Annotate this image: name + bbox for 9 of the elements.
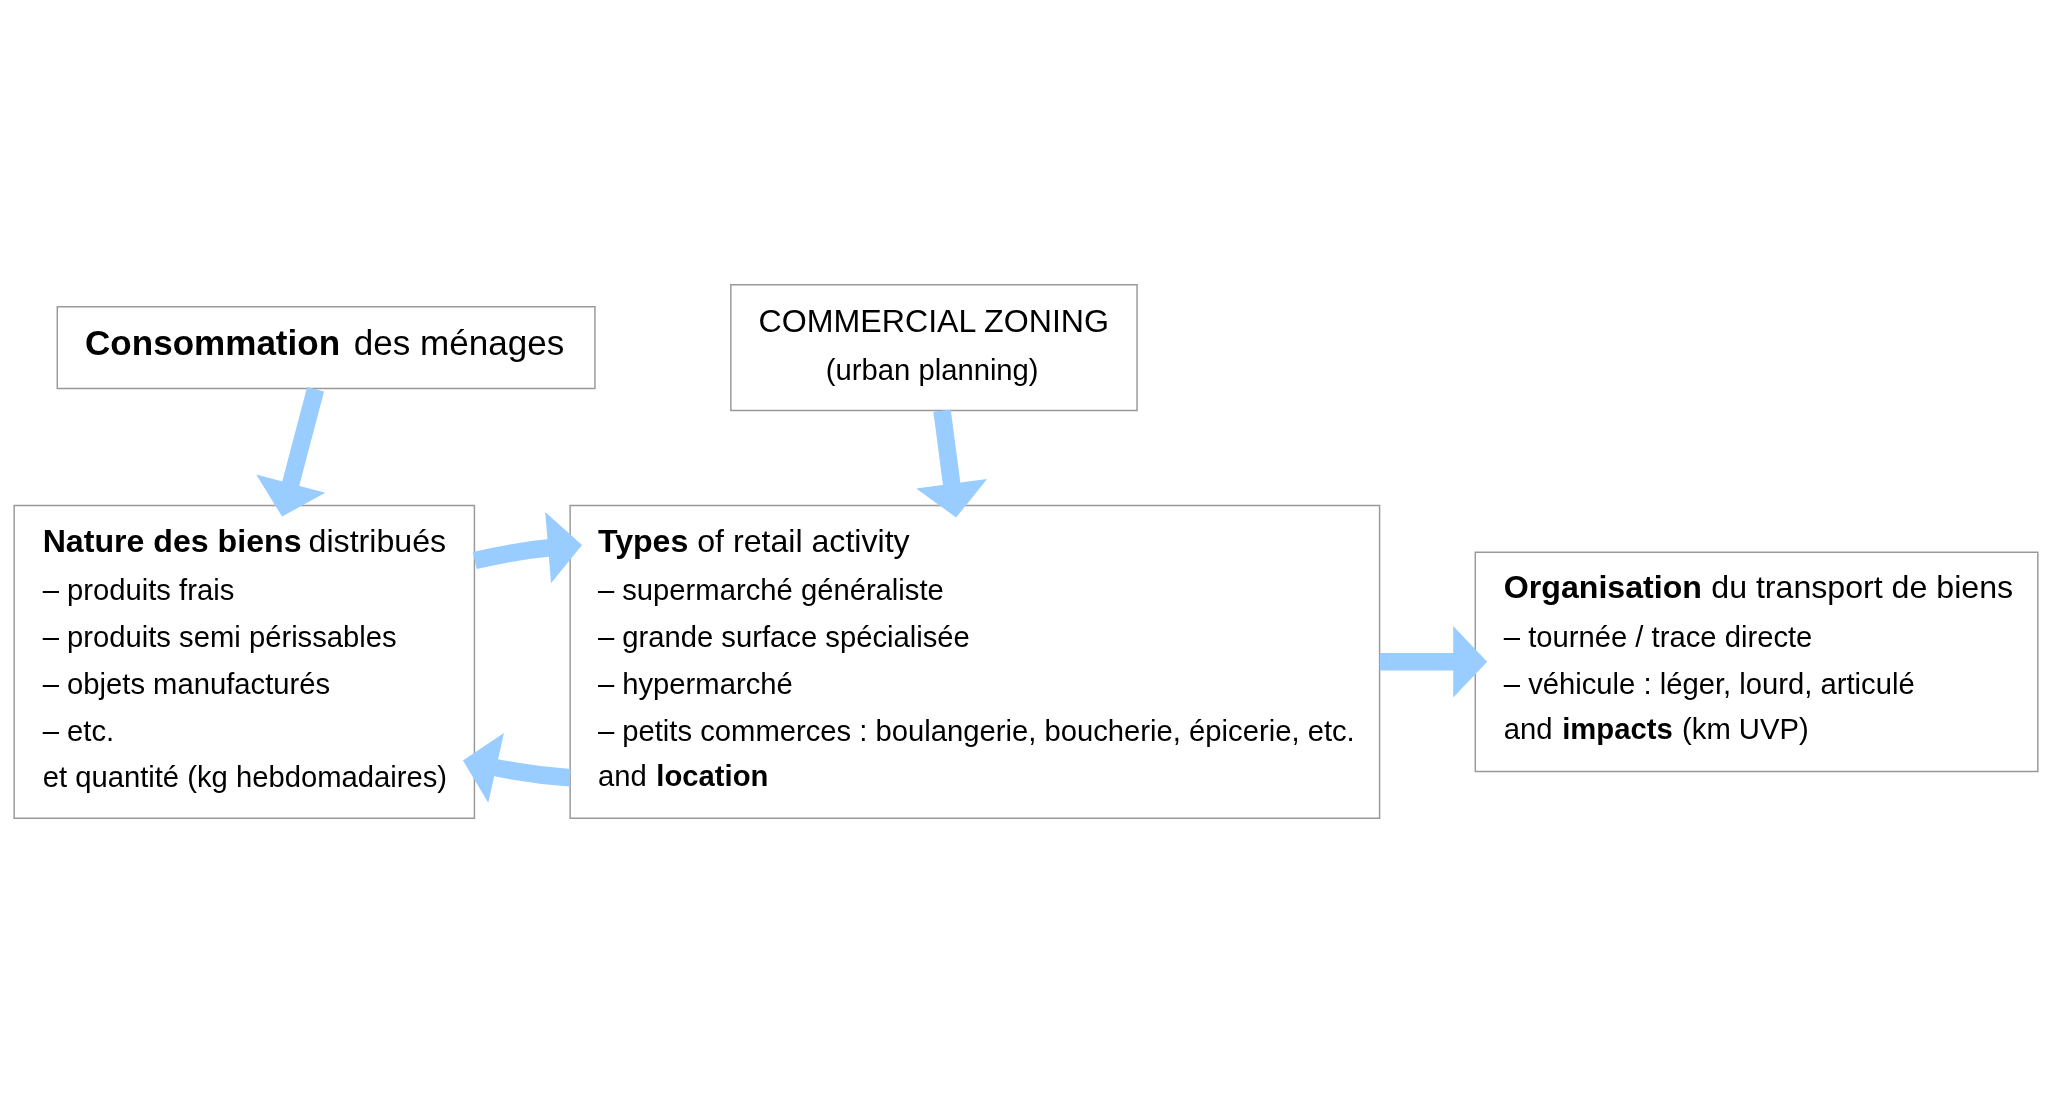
- arrow: [916, 409, 988, 518]
- arrow: [1379, 626, 1488, 698]
- node-box: Nature des biens distribués – produits frais – produits semi périssables – objets manufacturés – etc. et quantité (kg hebdomadaires): [13, 504, 476, 819]
- node-box: Types of retail activity – supermarché généraliste – grande surface spécialisée – hypermarché – petits commerces : boulangerie, boucherie, épicerie, etc. and location: [569, 504, 1381, 819]
- node-box: Organisation du transport de biens – tournée / trace directe – véhicule : léger, lourd, articulé and impacts (km UVP): [1474, 551, 2039, 773]
- node-box: Consommation des ménages: [56, 306, 596, 390]
- node-box: COMMERCIAL ZONING (urban planning): [730, 284, 1138, 412]
- arrow: [462, 733, 571, 803]
- arrow: [256, 386, 326, 517]
